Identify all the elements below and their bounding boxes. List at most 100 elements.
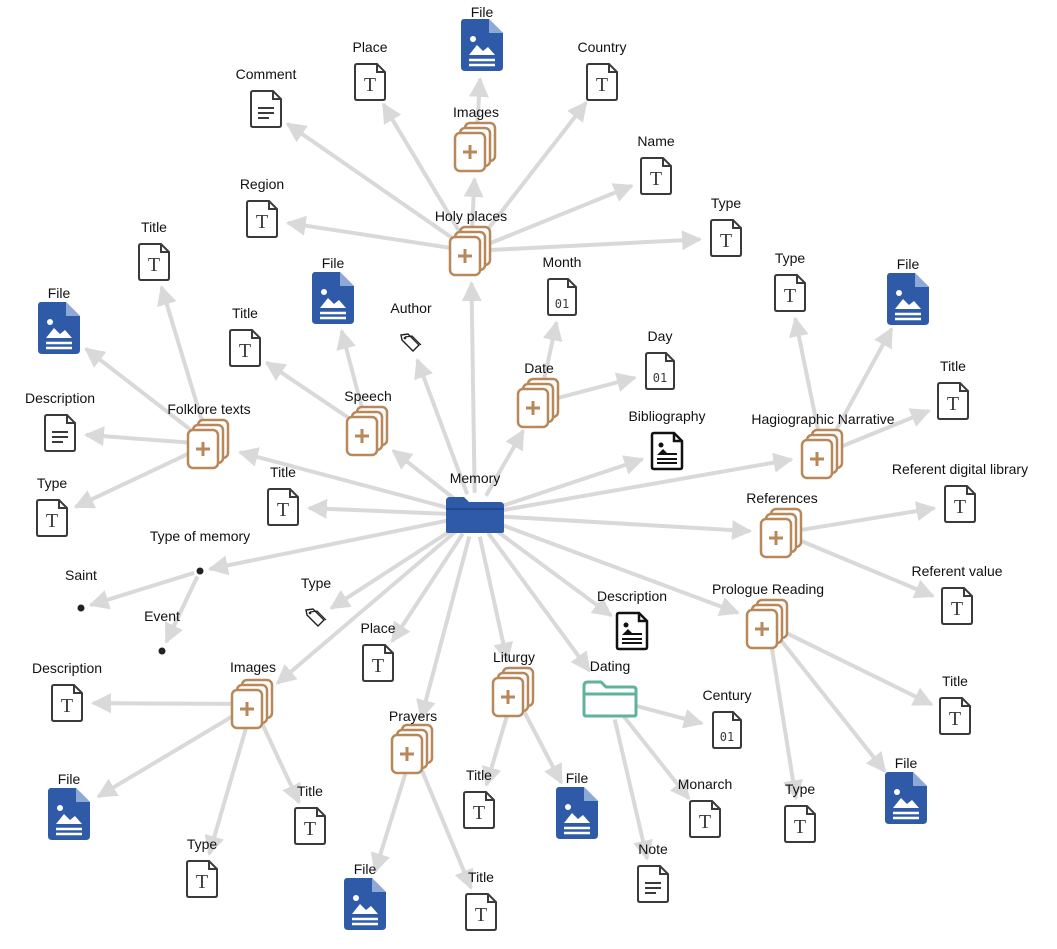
node-prayers-title[interactable]: T: [464, 892, 498, 932]
text-field-icon: T: [940, 586, 974, 626]
node-holy-images-file[interactable]: [459, 17, 505, 73]
node-label-date-day: Day: [647, 328, 673, 344]
node-holy-type[interactable]: T: [709, 218, 743, 258]
node-label-images: Images: [230, 659, 276, 675]
node-speech[interactable]: [345, 405, 391, 457]
node-holy-region[interactable]: T: [245, 199, 279, 239]
node-dating[interactable]: [581, 679, 639, 719]
node-images-description[interactable]: T: [50, 683, 84, 723]
node-images-title[interactable]: T: [293, 806, 327, 846]
node-liturgy-title[interactable]: T: [462, 790, 496, 830]
edge-images-to-images-description: [90, 693, 234, 714]
node-memory-description[interactable]: [615, 611, 649, 651]
node-tom-saint[interactable]: [77, 604, 85, 612]
edge-memory-to-memory-type: [329, 525, 458, 610]
node-prologue[interactable]: [745, 598, 791, 650]
edge-dating-to-dating-century: [629, 702, 704, 729]
node-author[interactable]: [399, 332, 423, 354]
node-hagio-type[interactable]: T: [773, 273, 807, 313]
node-date-month[interactable]: 01: [546, 277, 578, 317]
node-folklore-title[interactable]: T: [137, 242, 171, 282]
edge-hagio-to-hagio-title: [840, 408, 931, 449]
node-images[interactable]: [230, 678, 276, 730]
edge-folklore-to-folklore-description: [83, 426, 190, 447]
node-label-holy-region: Region: [239, 176, 285, 192]
node-label-holy-images: Images: [453, 104, 499, 120]
node-prologue-title[interactable]: T: [938, 696, 972, 736]
node-folklore-file[interactable]: [36, 300, 82, 356]
node-label-folklore-description: Description: [24, 390, 96, 406]
node-holy-country[interactable]: T: [585, 62, 619, 102]
number-field-icon: 01: [711, 710, 743, 750]
node-hagio[interactable]: [800, 428, 846, 480]
node-hagio-file[interactable]: [885, 271, 931, 327]
node-prologue-file[interactable]: [883, 770, 929, 826]
edge-memory-to-bibliography: [495, 455, 645, 510]
node-label-holy-images-file: File: [470, 4, 494, 20]
node-images-type[interactable]: T: [185, 859, 219, 899]
node-speech-title[interactable]: T: [228, 328, 262, 368]
node-date[interactable]: [516, 377, 562, 429]
node-liturgy-file[interactable]: [554, 785, 600, 841]
node-speech-file[interactable]: [310, 270, 356, 326]
node-type-of-memory[interactable]: [196, 567, 204, 575]
group-add-icon: [230, 678, 276, 730]
node-label-prologue-type: Type: [784, 781, 816, 797]
edge-layer: [73, 76, 937, 890]
node-hagio-title[interactable]: T: [936, 381, 970, 421]
svg-text:T: T: [794, 816, 806, 838]
node-prologue-type[interactable]: T: [783, 804, 817, 844]
node-bibliography[interactable]: [650, 431, 684, 471]
node-dating-century[interactable]: 01: [711, 710, 743, 750]
node-dating-monarch[interactable]: T: [688, 799, 722, 839]
edge-liturgy-to-liturgy-file: [521, 708, 564, 785]
text-field-icon: T: [943, 484, 977, 524]
image-file-icon: [310, 270, 356, 326]
node-label-prologue-file: File: [894, 755, 918, 771]
node-label-folklore-type: Type: [36, 475, 68, 491]
edge-holy-places-to-holy-country: [481, 100, 588, 238]
node-ref-value[interactable]: T: [940, 586, 974, 626]
text-field-icon: T: [353, 62, 387, 102]
node-folklore[interactable]: [186, 418, 232, 470]
node-folklore-description[interactable]: [43, 413, 77, 453]
node-date-day[interactable]: 01: [644, 351, 676, 391]
edge-holy-places-to-holy-region: [285, 215, 453, 251]
edge-folklore-to-folklore-type: [73, 450, 193, 509]
node-dating-note[interactable]: [636, 864, 670, 904]
node-tom-event[interactable]: [158, 647, 166, 655]
edge-holy-places-to-holy-place: [381, 102, 463, 236]
node-holy-place[interactable]: T: [353, 62, 387, 102]
node-label-dating: Dating: [589, 658, 631, 674]
long-text-icon: [636, 864, 670, 904]
edge-holy-places-to-holy-type: [490, 230, 703, 253]
node-folklore-type[interactable]: T: [35, 498, 69, 538]
node-holy-name[interactable]: T: [639, 156, 673, 196]
node-memory-title[interactable]: T: [266, 487, 300, 527]
node-memory[interactable]: [444, 495, 506, 535]
svg-text:01: 01: [720, 730, 734, 744]
node-memory-type[interactable]: [304, 607, 328, 629]
image-file-icon: [36, 300, 82, 356]
svg-text:T: T: [473, 802, 485, 824]
node-memory-place[interactable]: T: [361, 643, 395, 683]
group-add-icon: [186, 418, 232, 470]
node-holy-places[interactable]: [448, 225, 494, 277]
node-holy-comment[interactable]: [249, 89, 283, 129]
node-label-date: Date: [524, 360, 554, 376]
node-prayers-file[interactable]: [342, 876, 388, 932]
node-holy-images[interactable]: [453, 121, 499, 173]
node-prayers[interactable]: [390, 723, 436, 775]
svg-text:T: T: [148, 254, 160, 276]
group-add-icon: [800, 428, 846, 480]
node-label-images-type: Type: [186, 836, 218, 852]
text-field-icon: T: [773, 273, 807, 313]
node-liturgy[interactable]: [491, 666, 537, 718]
rich-text-icon: [615, 611, 649, 651]
node-ref-digital[interactable]: T: [943, 484, 977, 524]
node-references[interactable]: [759, 507, 805, 559]
node-images-file[interactable]: [46, 786, 92, 842]
node-label-folklore-title: Title: [141, 219, 167, 235]
edge-memory-to-author: [414, 357, 470, 495]
